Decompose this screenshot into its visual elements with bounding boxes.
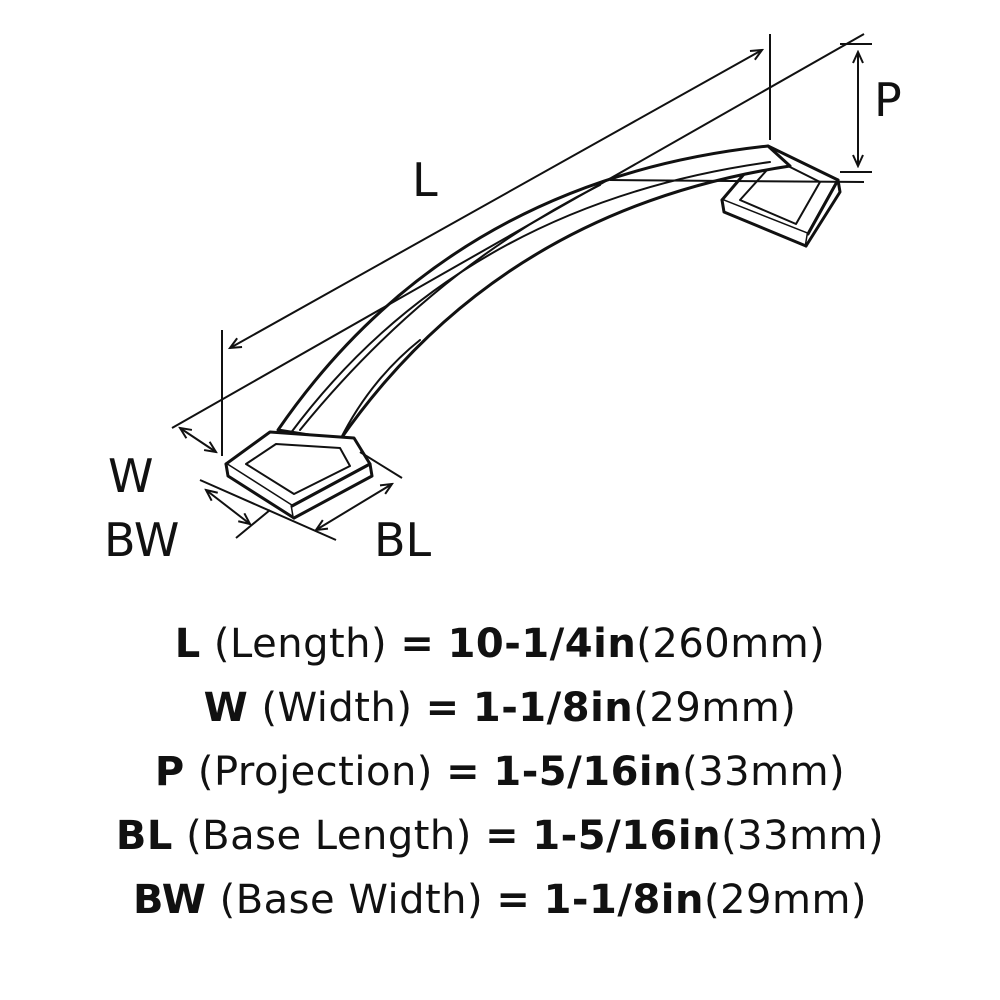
spec-width: W (Width) = 1-1/8in(29mm) xyxy=(203,685,797,731)
length-dimension-arrow xyxy=(230,50,762,348)
left-base xyxy=(224,430,374,520)
spec-projection: P (Projection) = 1-5/16in(33mm) xyxy=(154,749,846,795)
base-length-label: BL xyxy=(374,513,432,567)
base-width-dimension-arrow xyxy=(206,490,250,524)
spec-base-length: BL (Base Length) = 1-5/16in(33mm) xyxy=(115,813,885,859)
base-width-label: BW xyxy=(104,513,179,567)
width-guide-line xyxy=(171,33,865,429)
handle-bar xyxy=(276,144,792,442)
spec-length: L (Length) = 10-1/4in(260mm) xyxy=(174,621,826,667)
dimension-spec-list: L (Length) = 10-1/4in(260mm) W (Width) =… xyxy=(0,612,1000,932)
width-label: W xyxy=(108,449,153,503)
width-dimension-arrow xyxy=(180,428,216,452)
base-length-dimension-arrow xyxy=(316,484,392,530)
spec-base-width: BW (Base Width) = 1-1/8in(29mm) xyxy=(132,877,868,923)
projection-guide-line xyxy=(609,179,865,183)
cabinet-pull-diagram: L P W BW BL xyxy=(104,33,902,567)
length-label: L xyxy=(412,153,438,207)
projection-label: P xyxy=(874,73,902,127)
